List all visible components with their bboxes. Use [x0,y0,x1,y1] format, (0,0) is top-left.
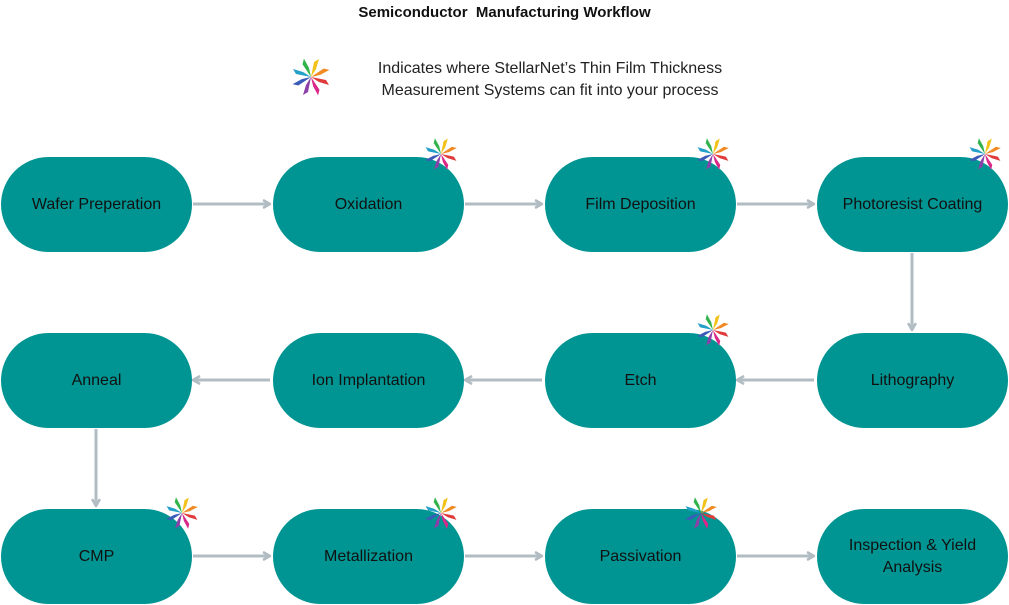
step-passivation: Passivation [545,509,736,604]
stellarnet-star-icon [685,497,717,529]
step-wafer-preparation: Wafer Preperation [1,157,192,252]
step-anneal: Anneal [1,333,192,428]
diagram-title: Semiconductor Manufacturing Workflow [358,4,651,21]
step-photoresist-coating: Photoresist Coating [817,157,1008,252]
step-ion-implantation: Ion Implantation [273,333,464,428]
legend-line-2: Measurement Systems can fit into your pr… [381,82,719,99]
step-inspection-yield-analysis: Inspection & Yield Analysis [817,509,1008,604]
legend: Indicates where StellarNet’s Thin Film T… [290,56,770,104]
stellarnet-star-icon [292,58,330,96]
step-lithography: Lithography [817,333,1008,428]
step-metallization: Metallization [273,509,464,604]
stellarnet-star-icon [425,497,457,529]
stellarnet-star-icon [697,314,729,346]
step-cmp: CMP [1,509,192,604]
legend-line-1: Indicates where StellarNet’s Thin Film T… [377,60,723,77]
step-film-deposition: Film Deposition [545,157,736,252]
stellarnet-star-icon [166,497,198,529]
step-etch: Etch [545,333,736,428]
legend-text: Indicates where StellarNet’s Thin Film T… [350,58,750,102]
stellarnet-star-icon [425,138,457,170]
stellarnet-star-icon [697,138,729,170]
stellarnet-star-icon [969,138,1001,170]
step-oxidation: Oxidation [273,157,464,252]
